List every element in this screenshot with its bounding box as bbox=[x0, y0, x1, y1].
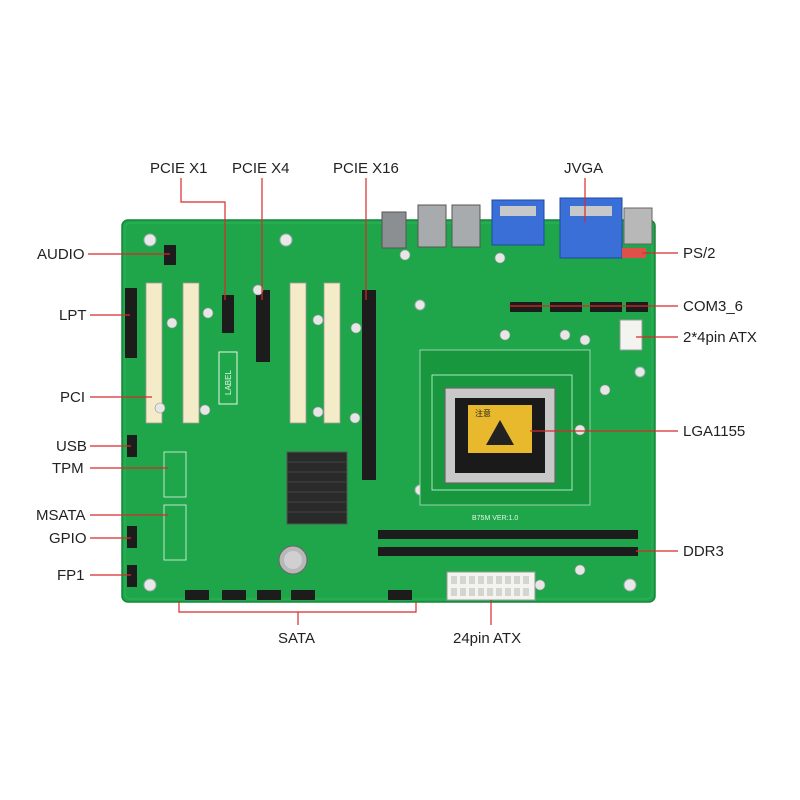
label-com3-6: COM3_6 bbox=[683, 298, 743, 315]
label-atx-2x4: 2*4pin ATX bbox=[683, 329, 757, 346]
chipset-heatsink bbox=[286, 451, 348, 525]
pci-slot-4 bbox=[323, 282, 341, 424]
atx-8pin-connector bbox=[619, 319, 643, 351]
pci-slot-1 bbox=[145, 282, 163, 424]
lpt-header bbox=[125, 288, 137, 358]
pci-slot-3 bbox=[289, 282, 307, 424]
label-atx-24pin: 24pin ATX bbox=[453, 630, 521, 647]
label-pcie-x4: PCIE X4 bbox=[232, 160, 290, 177]
label-audio: AUDIO bbox=[37, 246, 85, 263]
board-id-text: B75M VER:1.0 bbox=[472, 515, 518, 522]
pci-slots bbox=[145, 282, 341, 424]
tpm-header bbox=[163, 451, 187, 498]
ddr3-slot-1 bbox=[378, 530, 638, 539]
ps2-port bbox=[623, 207, 653, 245]
gpio-header bbox=[127, 526, 137, 548]
label-box bbox=[218, 351, 238, 405]
label-pcie-x16: PCIE X16 bbox=[333, 160, 399, 177]
lan-port-2 bbox=[451, 204, 481, 248]
motherboard: 注意 LABEL B75M VER:1.0 bbox=[121, 197, 656, 603]
leader-lines bbox=[88, 178, 678, 625]
ps2-connector bbox=[622, 248, 646, 258]
sata-ports bbox=[185, 590, 412, 600]
leader-sata bbox=[178, 602, 417, 625]
label-jvga: JVGA bbox=[564, 160, 603, 177]
label-fp1: FP1 bbox=[57, 567, 85, 584]
usb-stack bbox=[381, 211, 407, 249]
label-box-text: LABEL bbox=[224, 370, 233, 395]
msata-slot bbox=[163, 504, 187, 561]
callout-labels: PCIE X1 PCIE X4 PCIE X16 JVGA AUDIO PS/2… bbox=[36, 160, 757, 647]
label-msata: MSATA bbox=[36, 507, 85, 524]
audio-header bbox=[164, 245, 176, 265]
pcie-x1-slot bbox=[222, 295, 234, 333]
pcie-x4-slot bbox=[256, 290, 270, 362]
label-ddr3: DDR3 bbox=[683, 543, 724, 560]
mounting-holes bbox=[143, 233, 646, 592]
cpu-warning-text: 注意 bbox=[475, 408, 491, 418]
warning-icon bbox=[486, 420, 514, 445]
cpu-socket-area: 注意 bbox=[419, 349, 591, 506]
label-lpt: LPT bbox=[59, 307, 87, 324]
leader-pcie-x1 bbox=[180, 178, 226, 300]
label-pcie-x1: PCIE X1 bbox=[150, 160, 208, 177]
pcie-x16-slot bbox=[362, 290, 376, 480]
capacitors bbox=[154, 249, 611, 591]
com-headers bbox=[510, 302, 648, 312]
label-tpm: TPM bbox=[52, 460, 84, 477]
label-ps2: PS/2 bbox=[683, 245, 716, 262]
pci-slot-2 bbox=[182, 282, 200, 424]
label-usb: USB bbox=[56, 438, 87, 455]
ddr3-slot-2 bbox=[378, 547, 638, 556]
label-pci: PCI bbox=[60, 389, 85, 406]
label-lga1155: LGA1155 bbox=[683, 423, 745, 440]
label-sata: SATA bbox=[278, 630, 315, 647]
fp1-header bbox=[127, 565, 137, 587]
usb-header bbox=[127, 435, 137, 457]
lan-port-1 bbox=[417, 204, 447, 248]
label-gpio: GPIO bbox=[49, 530, 87, 547]
